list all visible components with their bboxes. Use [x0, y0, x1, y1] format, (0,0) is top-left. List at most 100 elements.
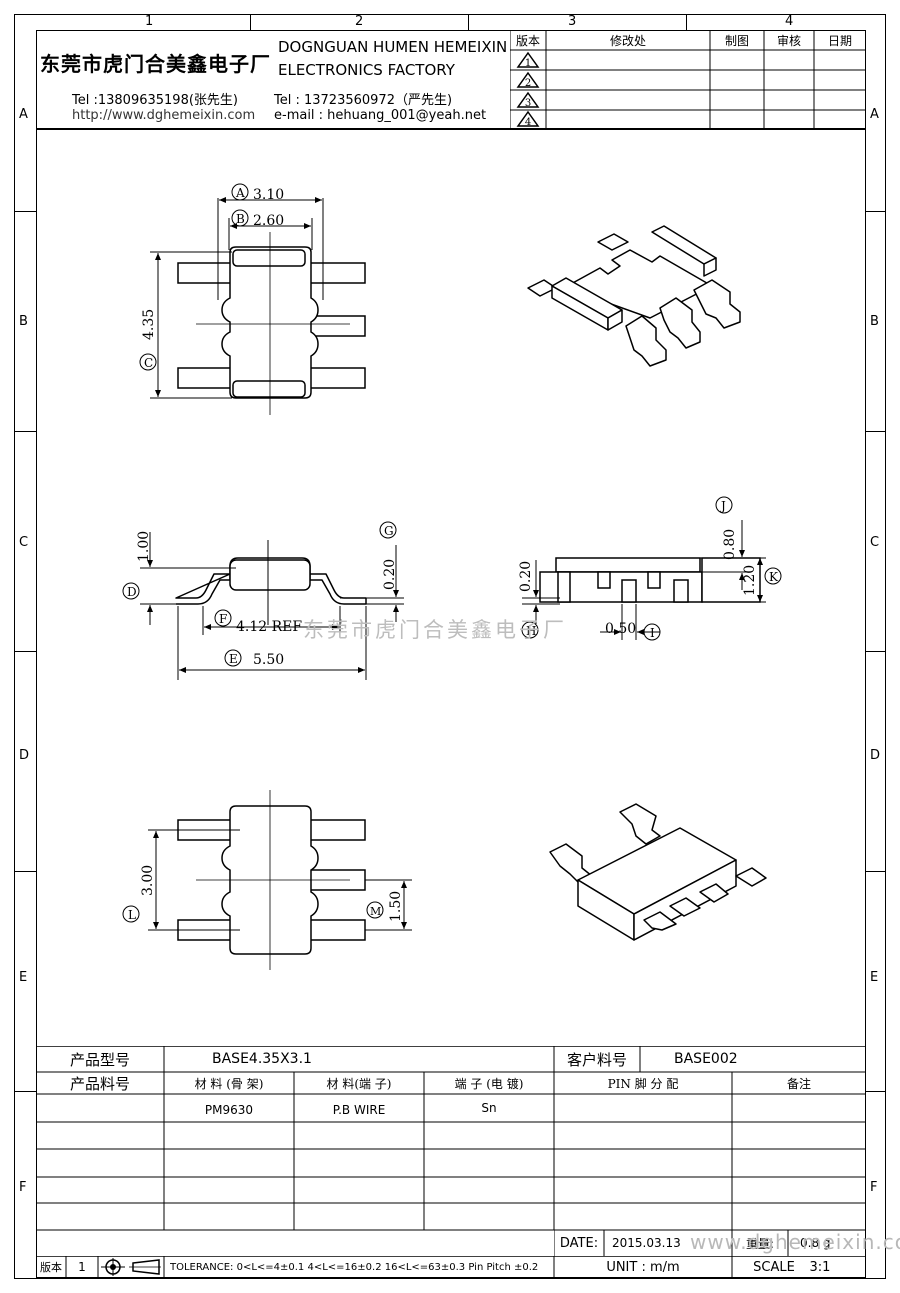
product-model-label: 产品型号 [69, 1050, 130, 1069]
zone-label-4: 4 [785, 14, 794, 29]
product-code-label: 产品料号 [69, 1074, 130, 1093]
rev-triangle-1: 1 [510, 50, 546, 70]
end-view-right [539, 557, 761, 603]
rev-col-review: 审核 [776, 33, 801, 48]
zone-tick [14, 431, 36, 432]
dim-D-value: 1.00 [136, 531, 152, 562]
dim-J: 0.80 [722, 529, 738, 560]
col-material-pin: 材 料(端 子) [326, 1076, 392, 1091]
svg-text:A: A [235, 186, 245, 200]
phone-2: Tel : 13723560972（严先生) [274, 93, 453, 108]
zone-tick [866, 871, 886, 872]
svg-text:L: L [128, 908, 136, 922]
svg-text:H: H [526, 624, 536, 638]
date-label: DATE: [559, 1235, 599, 1251]
iso-view-bottom [549, 803, 767, 941]
triangle-icon: 4 [516, 110, 540, 128]
material-bobbin: PM9630 [204, 1103, 254, 1117]
col-terminal-plating: 端 子 (电 镀) [454, 1076, 524, 1091]
zone-tick [14, 1091, 36, 1092]
bottom-strip-grid [36, 1256, 866, 1278]
version-label: 版本 [40, 1261, 62, 1274]
svg-text:K: K [769, 570, 779, 584]
zone-tick [14, 871, 36, 872]
top-view [177, 246, 366, 399]
svg-text:G: G [384, 524, 394, 538]
zone-label-1: 1 [145, 14, 154, 29]
zone-tick [866, 211, 886, 212]
material-pin: P.B WIRE [332, 1103, 386, 1117]
col-material-bobbin: 材 料 (骨 架) [194, 1076, 264, 1091]
svg-text:4: 4 [525, 117, 531, 128]
revision-table: 版本 修改处 制图 审核 日期 1 2 3 4 [510, 30, 866, 128]
zone-label-D-left: D [19, 748, 30, 763]
triangle-icon: 1 [516, 51, 540, 69]
zone-tick [866, 651, 886, 652]
dim-A: 3.10 [253, 187, 284, 203]
rev-col-change: 修改处 [609, 33, 646, 48]
dim-K: 1.20 [742, 565, 758, 596]
date-value: 2015.03.13 [612, 1236, 681, 1250]
drawing-frame [14, 14, 886, 1279]
unit-text: UNIT : m/m [606, 1259, 680, 1275]
zone-label-B-left: B [19, 314, 28, 329]
inner-frame [36, 30, 866, 1278]
email-link[interactable]: e-mail : hehuang_001@yeah.net [274, 108, 487, 123]
col-pin-assign: PIN 脚 分 配 [607, 1076, 679, 1091]
dim-G: 0.20 [382, 559, 398, 590]
company-name-cn: 东莞市虎门合美鑫电子厂 [40, 52, 271, 76]
zone-label-F-right: F [870, 1180, 878, 1195]
svg-text:1: 1 [525, 58, 531, 69]
dim-C: 4.35 [141, 309, 157, 340]
dim-E: 5.50 [253, 652, 284, 668]
footer-watermark: www.dghemeixin.com [690, 1230, 900, 1254]
product-model-value: BASE4.35X3.1 [212, 1051, 312, 1067]
svg-text:2: 2 [525, 78, 531, 89]
zone-label-E-left: E [19, 970, 28, 985]
rev-col-version: 版本 [515, 33, 540, 48]
iso-view-top [527, 225, 741, 367]
phone-1: Tel :13809635198(张先生) [72, 93, 238, 108]
rev-col-date: 日期 [827, 33, 852, 48]
zone-label-A-right: A [870, 107, 879, 122]
rev-col-drawn: 制图 [724, 33, 749, 48]
svg-text:B: B [236, 212, 245, 226]
zone-tick [14, 211, 36, 212]
rev-triangle-2: 2 [510, 70, 546, 90]
zone-divider [250, 14, 251, 30]
watermark: 东莞市虎门合美鑫电子厂 [303, 618, 567, 642]
side-view-left [175, 557, 367, 605]
col-remark: 备注 [786, 1076, 811, 1091]
zone-label-F-left: F [19, 1180, 27, 1195]
technical-drawing: A 3.10 B 2.60 C 4.35 [122, 183, 782, 970]
svg-text:3: 3 [525, 98, 531, 109]
weight-value: 0.8 g [800, 1236, 831, 1250]
date-row-grid [554, 1230, 866, 1256]
zone-label-A-left: A [19, 107, 28, 122]
customer-code-value: BASE002 [674, 1051, 738, 1067]
website-link[interactable]: http://www.dghemeixin.com [72, 108, 256, 123]
version-value: 1 [78, 1260, 86, 1274]
zone-tick [14, 651, 36, 652]
dim-I: 0.50 [605, 621, 636, 637]
company-name-en-2: ELECTRONICS FACTORY [278, 61, 455, 79]
svg-text:F: F [219, 612, 227, 626]
zone-label-D-right: D [870, 748, 881, 763]
svg-text:E: E [229, 652, 238, 666]
zone-tick [866, 431, 886, 432]
zone-label-C-left: C [19, 535, 29, 550]
triangle-icon: 3 [516, 91, 540, 109]
svg-text:I: I [650, 626, 655, 640]
weight-label: 重量: [745, 1236, 775, 1251]
terminal-plating: Sn [481, 1101, 497, 1115]
zone-divider [468, 14, 469, 30]
zone-label-2: 2 [355, 14, 364, 29]
svg-text:M: M [370, 905, 381, 918]
zone-label-C-right: C [870, 535, 880, 550]
customer-code-label: 客户料号 [566, 1050, 627, 1069]
zone-label-B-right: B [870, 314, 879, 329]
dim-M: 1.50 [388, 891, 404, 922]
dim-B: 2.60 [253, 213, 284, 229]
svg-text:C: C [144, 356, 153, 370]
rev-triangle-3: 3 [510, 90, 546, 110]
